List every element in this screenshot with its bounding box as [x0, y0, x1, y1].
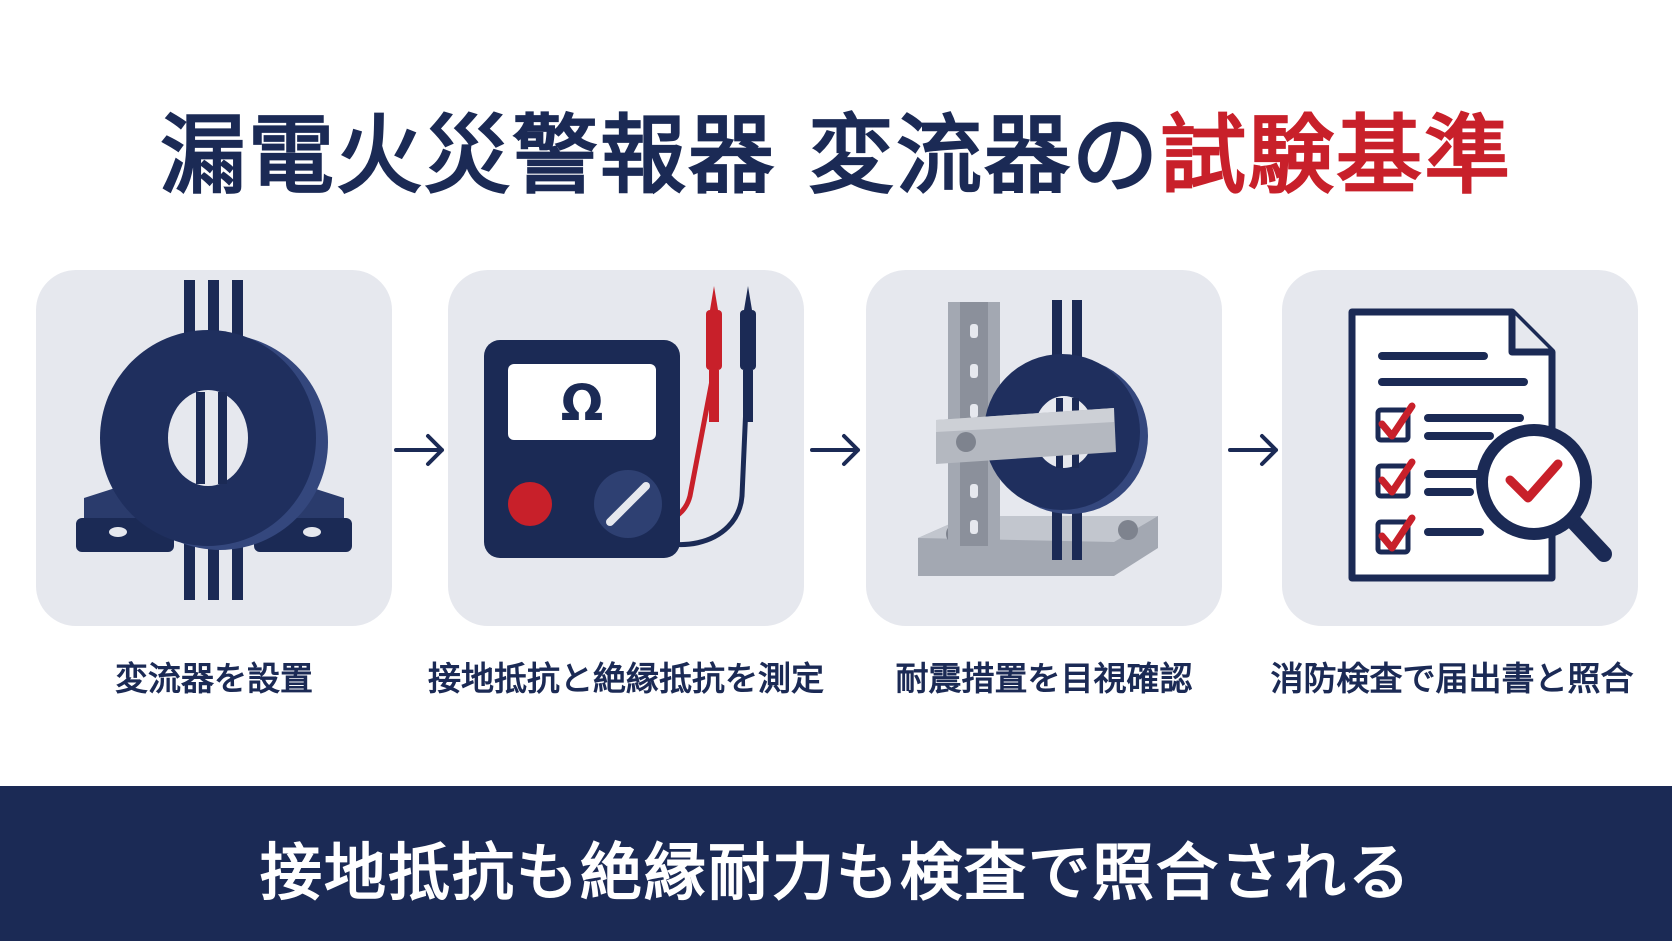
document-check-icon	[1348, 308, 1612, 582]
arrow-right-icon	[1228, 434, 1278, 466]
arrow-right-icon	[394, 434, 444, 466]
ohm-symbol: Ω	[561, 374, 604, 432]
step-4-caption: 消防検査で届出書と照合	[1270, 659, 1634, 698]
step-1-panel	[36, 270, 392, 626]
step-3-panel	[866, 270, 1222, 626]
title-main: 漏電火災警報器 変流器の	[160, 106, 1160, 206]
arrow-right-icon	[810, 434, 860, 466]
current-transformer-icon	[76, 280, 352, 600]
title-accent: 試験基準	[1159, 106, 1512, 206]
step-1-caption: 変流器を設置	[115, 659, 313, 698]
step-3-caption: 耐震措置を目視確認	[895, 659, 1193, 698]
seismic-mount-icon	[918, 300, 1158, 576]
banner-text: 接地抵抗も絶縁耐力も検査で照合される	[259, 836, 1412, 909]
step-4-panel	[1282, 270, 1638, 626]
summary-banner: 接地抵抗も絶縁耐力も検査で照合される	[0, 786, 1672, 941]
step-2-panel: Ω	[448, 270, 804, 626]
multimeter-icon: Ω	[484, 286, 756, 558]
step-2-caption: 接地抵抗と絶縁抵抗を測定	[428, 659, 824, 698]
page-title: 漏電火災警報器 変流器の試験基準	[0, 96, 1672, 216]
